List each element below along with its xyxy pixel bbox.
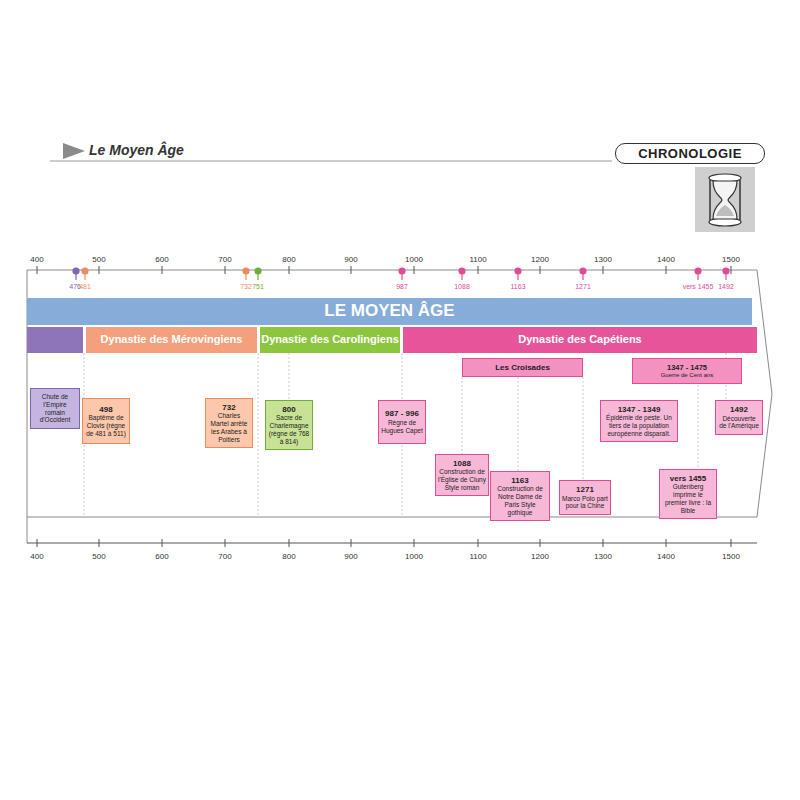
box-heading: 1271 bbox=[576, 485, 594, 495]
event-box: 498Baptême de Clovis (règne de 481 à 511… bbox=[82, 398, 130, 444]
title-arrow bbox=[63, 143, 85, 159]
marker-year: 732 bbox=[240, 283, 252, 290]
box-heading: 732 bbox=[222, 403, 235, 413]
dynasty-band: Dynastie des Carolingiens bbox=[260, 327, 400, 353]
period-band: Les Croisades bbox=[462, 358, 583, 377]
event-box: 1163Construction de Notre Dame de Paris … bbox=[490, 471, 550, 521]
axis-year: 1100 bbox=[469, 552, 486, 561]
roman-band bbox=[27, 327, 83, 353]
marker-year: 751 bbox=[252, 283, 264, 290]
page-title: Le Moyen Âge bbox=[89, 142, 184, 158]
axis-year: 1400 bbox=[657, 552, 675, 561]
event-box: 1088Construction de l'Église de Cluny St… bbox=[435, 454, 489, 496]
box-text: Construction de l'Église de Cluny Style … bbox=[438, 468, 486, 491]
box-heading: Dynastie des Carolingiens bbox=[261, 333, 399, 346]
bottom-axis bbox=[27, 543, 757, 544]
axis-year: 900 bbox=[344, 552, 357, 561]
event-box: 1271Marco Polo part pour la Chine bbox=[559, 480, 611, 515]
axis-year: 600 bbox=[155, 255, 168, 264]
box-text: Construction de Notre Dame de Paris Styl… bbox=[493, 485, 547, 516]
axis-year: 1000 bbox=[405, 552, 423, 561]
box-text: Charles Martel arrête les Arabes à Poiti… bbox=[208, 412, 250, 443]
era-band: LE MOYEN ÂGE bbox=[27, 298, 752, 325]
axis-year: 400 bbox=[30, 552, 43, 561]
axis-year: 1200 bbox=[531, 255, 549, 264]
axis-year: 1100 bbox=[469, 255, 486, 264]
marker-year: vers 1455 bbox=[683, 283, 714, 290]
axis-year: 500 bbox=[92, 255, 105, 264]
marker-year: 1163 bbox=[510, 283, 525, 290]
box-heading: Dynastie des Capétiens bbox=[518, 333, 642, 346]
axis-year: 1400 bbox=[657, 255, 675, 264]
heading-box: CHRONOLOGIE bbox=[615, 143, 765, 164]
marker-year: 1271 bbox=[575, 283, 591, 290]
axis-year: 800 bbox=[282, 255, 295, 264]
marker-year: 481 bbox=[79, 283, 91, 290]
box-text: Sacre de Charlemagne (règne de 768 à 814… bbox=[268, 414, 310, 445]
event-box: vers 1455Gutenberg imprime le premier li… bbox=[659, 469, 717, 519]
box-heading: 800 bbox=[282, 405, 295, 415]
axis-year: 400 bbox=[30, 255, 43, 264]
box-heading: LE MOYEN ÂGE bbox=[324, 301, 454, 321]
leader-dashes bbox=[84, 353, 726, 517]
period-band: 1347 - 1475Guerre de Cent ans bbox=[632, 358, 742, 384]
box-heading: 1163 bbox=[511, 476, 528, 486]
frame-edge bbox=[27, 517, 28, 543]
box-text: Guerre de Cent ans bbox=[661, 372, 714, 379]
box-heading: Les Croisades bbox=[495, 363, 550, 373]
axis-year: 600 bbox=[155, 552, 168, 561]
dynasty-band: Dynastie des Capétiens bbox=[403, 327, 757, 353]
marker-year: 1088 bbox=[454, 283, 470, 290]
event-box: Chute de l'Empire romain d'Occident bbox=[30, 388, 80, 429]
box-text: Découverte de l'Amérique bbox=[718, 415, 760, 431]
axis-year: 1300 bbox=[594, 255, 612, 264]
axis-year: 500 bbox=[92, 552, 105, 561]
box-text: Baptême de Clovis (règne de 481 à 511) bbox=[85, 414, 127, 437]
event-box: 987 - 996Règne de Hugues Capet bbox=[378, 400, 426, 444]
box-heading: Dynastie des Mérovingiens bbox=[101, 333, 243, 346]
box-text: Gutenberg imprime le premier livre : la … bbox=[662, 483, 714, 514]
box-heading: 1088 bbox=[453, 459, 471, 469]
box-heading: Chute de l'Empire romain d'Occident bbox=[33, 393, 77, 424]
box-text: Épidémie de peste. Un tiers de la popula… bbox=[603, 414, 675, 437]
box-heading: vers 1455 bbox=[670, 474, 706, 484]
axis-year: 800 bbox=[282, 552, 295, 561]
hourglass-illustration bbox=[695, 167, 755, 232]
event-box: 1347 - 1349Épidémie de peste. Un tiers d… bbox=[600, 400, 678, 442]
box-text: Marco Polo part pour la Chine bbox=[562, 495, 608, 511]
axis-year: 1200 bbox=[531, 552, 549, 561]
box-heading: 498 bbox=[99, 405, 112, 415]
box-heading: 1492 bbox=[730, 405, 748, 415]
box-heading: 1347 - 1349 bbox=[618, 405, 661, 415]
box-text: Règne de Hugues Capet bbox=[381, 419, 423, 435]
axis-year: 1000 bbox=[405, 255, 423, 264]
axis-year: 900 bbox=[344, 255, 357, 264]
event-box: 732Charles Martel arrête les Arabes à Po… bbox=[205, 398, 253, 448]
event-box: 1492Découverte de l'Amérique bbox=[715, 400, 763, 435]
axis-year: 700 bbox=[218, 255, 231, 264]
box-heading: 1347 - 1475 bbox=[667, 363, 707, 372]
title-rule bbox=[50, 161, 612, 162]
axis-year: 1500 bbox=[722, 552, 740, 561]
event-box: 800Sacre de Charlemagne (règne de 768 à … bbox=[265, 400, 313, 450]
marker-year: 1492 bbox=[718, 283, 734, 290]
dynasty-band: Dynastie des Mérovingiens bbox=[86, 327, 257, 353]
box-heading: CHRONOLOGIE bbox=[638, 146, 742, 162]
axis-year: 700 bbox=[218, 552, 231, 561]
box-heading: 987 - 996 bbox=[385, 409, 419, 419]
axis-year: 1500 bbox=[722, 255, 740, 264]
marker-year: 987 bbox=[396, 283, 408, 290]
axis-year: 1300 bbox=[594, 552, 612, 561]
